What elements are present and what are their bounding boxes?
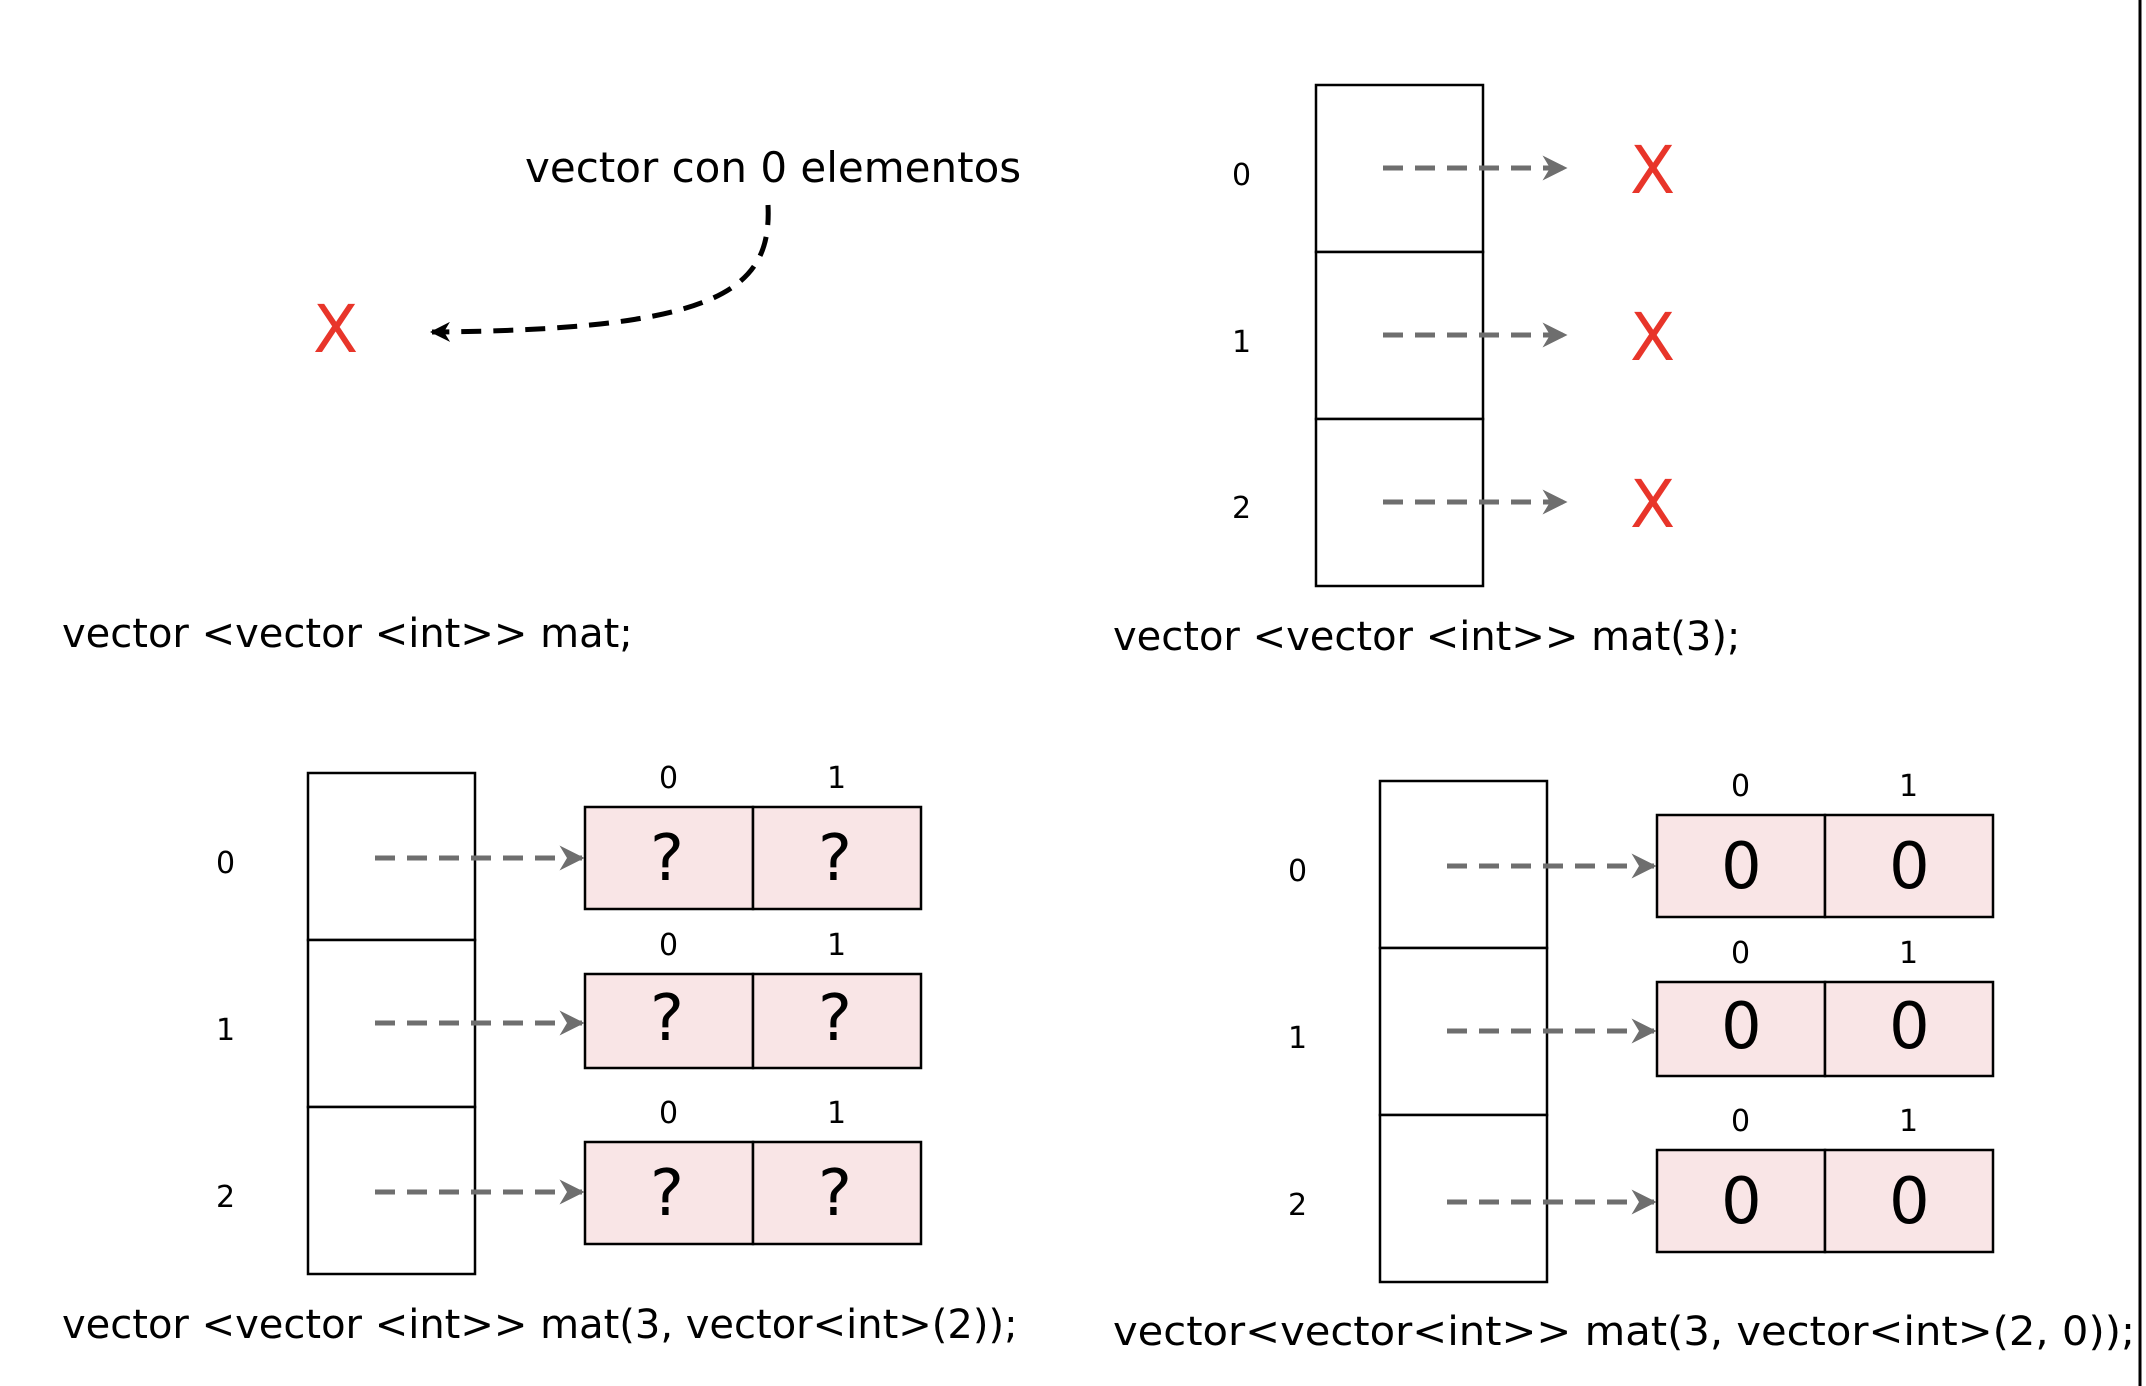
cell-value: ? — [650, 1157, 684, 1231]
element-cell — [751, 1140, 923, 1246]
col-index-0: 0 — [659, 928, 678, 963]
element-cell — [1823, 1148, 1995, 1254]
col-index-1: 1 — [1899, 769, 1918, 804]
col-index-0: 0 — [1731, 769, 1750, 804]
panel-uninitialized: 0 1 2 0 1 ? ? 0 1 ? ? 0 1 ? ? vector <ve… — [62, 761, 1018, 1348]
element-cell — [583, 972, 755, 1070]
annotation-arrow — [430, 204, 771, 342]
row-index-0: 0 — [216, 846, 235, 881]
col-index-1: 1 — [827, 928, 846, 963]
col-index-1: 1 — [1899, 1104, 1918, 1139]
cell-value: 0 — [1889, 990, 1930, 1064]
code-declaration: vector <vector <int>> mat; — [62, 611, 633, 657]
element-cell — [751, 972, 923, 1070]
col-index-0: 0 — [659, 761, 678, 796]
element-cell — [1823, 980, 1995, 1078]
cell-value: 0 — [1721, 990, 1762, 1064]
col-index-0: 0 — [1731, 936, 1750, 971]
cell-value: ? — [650, 822, 684, 896]
cell-value: 0 — [1721, 830, 1762, 904]
row-index-1: 1 — [1288, 1021, 1307, 1056]
annotation-label: vector con 0 elementos — [525, 143, 1021, 192]
row-index-0: 0 — [1232, 158, 1251, 193]
col-index-0: 0 — [659, 1096, 678, 1131]
row-index-2: 2 — [1288, 1188, 1307, 1223]
cell-value: 0 — [1721, 1165, 1762, 1239]
element-cell — [1655, 813, 1827, 919]
panel-empty-vector: vector con 0 elementos X vector <vector … — [62, 143, 1021, 657]
code-declaration: vector<vector<int>> mat(3, vector<int>(2… — [1113, 1309, 2135, 1355]
element-cell — [751, 805, 923, 911]
element-cell — [1655, 980, 1827, 1078]
panel-zero-initialized: 0 1 2 0 1 0 0 0 1 0 0 0 1 0 0 vector<vec… — [1113, 769, 2135, 1355]
code-declaration: vector <vector <int>> mat(3); — [1113, 614, 1740, 660]
cell-value: ? — [818, 1157, 852, 1231]
cell-value: ? — [818, 982, 852, 1056]
element-cell — [1655, 1148, 1827, 1254]
null-mark: X — [313, 291, 358, 368]
row-index-2: 2 — [1232, 491, 1251, 526]
panel-three-rows: 0 1 2 X X X vector <vector <int>> mat(3)… — [1113, 83, 1740, 660]
col-index-1: 1 — [827, 761, 846, 796]
cell-value: 0 — [1889, 1165, 1930, 1239]
element-cell — [1823, 813, 1995, 919]
code-declaration: vector <vector <int>> mat(3, vector<int>… — [62, 1302, 1018, 1348]
row-index-1: 1 — [1232, 325, 1251, 360]
row-index-2: 2 — [216, 1180, 235, 1215]
col-index-1: 1 — [827, 1096, 846, 1131]
row-index-0: 0 — [1288, 854, 1307, 889]
row-cell-2 — [1378, 1113, 1549, 1284]
cell-value: 0 — [1889, 830, 1930, 904]
row-index-1: 1 — [216, 1013, 235, 1048]
null-mark-2: X — [1630, 466, 1675, 543]
col-index-0: 0 — [1731, 1104, 1750, 1139]
cell-value: ? — [650, 982, 684, 1056]
col-index-1: 1 — [1899, 936, 1918, 971]
null-mark-0: X — [1630, 132, 1675, 209]
element-cell — [583, 1140, 755, 1246]
cell-value: ? — [818, 822, 852, 896]
null-mark-1: X — [1630, 299, 1675, 376]
